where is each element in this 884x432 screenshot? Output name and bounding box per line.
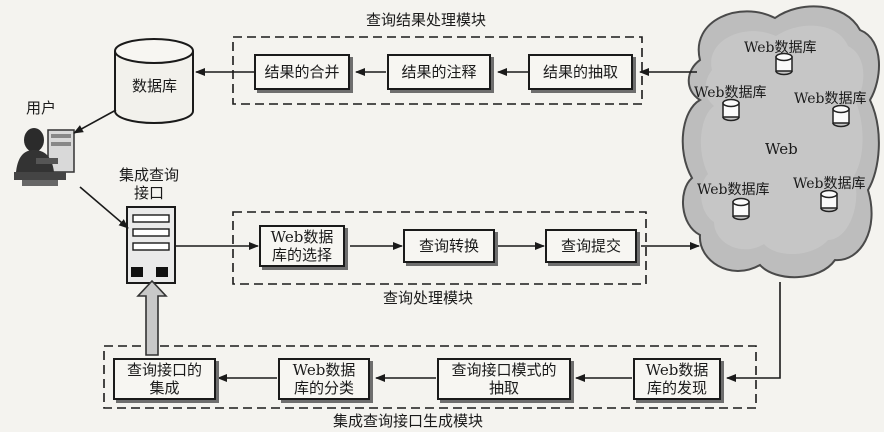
cloud-center-label: Web xyxy=(765,140,798,158)
cloud-db-icon-4 xyxy=(732,197,750,221)
interface-integrate-label: 查询接口的 集成 xyxy=(126,361,202,397)
result-extract-label: 结果的抽取 xyxy=(542,63,618,81)
user-computer-icon xyxy=(14,128,75,186)
query-processing-module-frame xyxy=(232,211,647,285)
result-processing-module-title: 查询结果处理模块 xyxy=(366,11,487,29)
interface-schema-extract-label: 查询接口模式的 抽取 xyxy=(451,361,557,397)
web-cloud xyxy=(681,5,880,279)
arrow-database-to-user xyxy=(73,109,117,134)
cloud-db-icon-3 xyxy=(832,104,850,128)
web-db-classify-box: Web数据 库的分类 xyxy=(278,358,370,400)
cloud-db-label-4: Web数据库 xyxy=(697,182,770,198)
query-processing-module-title: 查询处理模块 xyxy=(383,289,474,307)
arrow-cloud-to-discover xyxy=(726,282,781,382)
cloud-db-icon-5 xyxy=(820,189,838,213)
web-db-discover-box: Web数据 库的发现 xyxy=(633,358,721,400)
result-merge-label: 结果的合并 xyxy=(264,63,340,81)
cloud-db-label-5: Web数据库 xyxy=(793,176,866,192)
hollow-up-arrow xyxy=(136,279,168,356)
database-label: 数据库 xyxy=(132,77,178,95)
result-annotate-box: 结果的注释 xyxy=(387,54,491,90)
cloud-db-icon-1 xyxy=(775,52,793,76)
arrow-user-to-interface xyxy=(79,186,129,229)
interface-generation-module-frame xyxy=(103,345,757,409)
web-db-select-box: Web数据 库的选择 xyxy=(259,225,345,267)
web-db-discover-label: Web数据 库的发现 xyxy=(645,361,709,397)
query-convert-box: 查询转换 xyxy=(403,229,495,263)
query-submit-box: 查询提交 xyxy=(545,229,637,263)
result-merge-box: 结果的合并 xyxy=(254,54,350,90)
cloud-db-label-2: Web数据库 xyxy=(694,85,767,101)
interface-integrate-box: 查询接口的 集成 xyxy=(113,358,216,400)
query-submit-label: 查询提交 xyxy=(560,237,621,255)
user-label: 用户 xyxy=(26,99,57,117)
interface-schema-extract-box: 查询接口模式的 抽取 xyxy=(437,358,571,400)
result-annotate-label: 结果的注释 xyxy=(401,63,477,81)
database-cylinder-icon xyxy=(114,38,194,124)
web-db-classify-label: Web数据 库的分类 xyxy=(292,361,356,397)
web-db-select-label: Web数据 库的选择 xyxy=(270,228,334,264)
integrated-interface-label: 集成查询 接口 xyxy=(118,166,179,202)
query-convert-label: 查询转换 xyxy=(418,237,479,255)
interface-generation-module-title: 集成查询接口生成模块 xyxy=(333,412,484,430)
cloud-db-label-3: Web数据库 xyxy=(794,91,867,107)
integrated-interface-icon xyxy=(126,206,176,284)
cloud-db-label-1: Web数据库 xyxy=(744,40,817,56)
cloud-db-icon-2 xyxy=(722,98,740,122)
result-extract-box: 结果的抽取 xyxy=(528,54,633,90)
